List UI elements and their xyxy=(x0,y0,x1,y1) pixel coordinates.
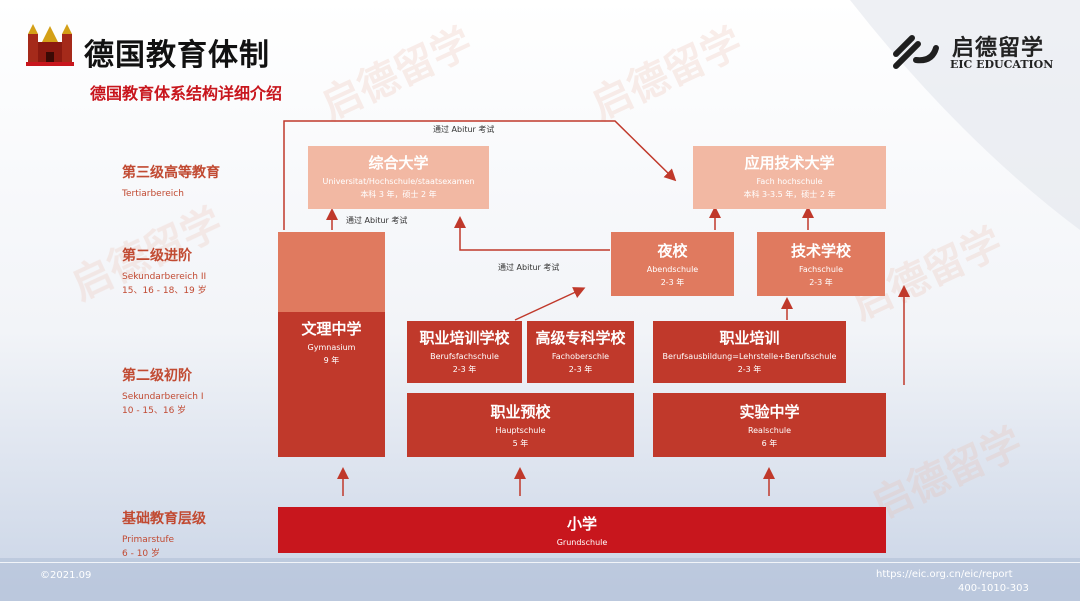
note-abitur-abend: 通过 Abitur 考试 xyxy=(498,263,560,272)
level-primary: 基础教育层级 Primarstufe 6 - 10 岁 xyxy=(122,508,206,561)
box-sub: Berufsfachschule xyxy=(430,352,499,361)
box-sub: Fachschule xyxy=(798,265,844,274)
page-title: 德国教育体制 xyxy=(84,38,270,73)
box-realschule: 实验中学 Realschule 6 年 xyxy=(653,393,886,457)
box-berufsausbildung: 职业培训 Berufsausbildung=Lehrstelle+Berufss… xyxy=(653,321,846,383)
arrow-gym-to-fh xyxy=(283,120,677,230)
eic-logo-icon xyxy=(893,35,939,69)
box-fachschule: 技术学校 Fachschule 2-3 年 xyxy=(757,232,885,296)
box-duration: 2-3 年 xyxy=(660,278,685,287)
box-gymnasium-upper xyxy=(278,232,385,312)
logo-text-en: EIC EDUCATION xyxy=(950,58,1054,71)
box-berufsfachschule: 职业培训学校 Berufsfachschule 2-3 年 xyxy=(407,321,522,383)
level-title: 第三级高等教育 xyxy=(122,165,220,181)
box-grundschule: 小学 Grundschule xyxy=(278,507,886,553)
box-sub: Gymnasium xyxy=(307,343,356,352)
box-sub: Abendschule xyxy=(646,265,699,274)
box-duration: 2-3 年 xyxy=(452,365,477,374)
level-secondary-1: 第二级初阶 Sekundarbereich I 10 - 15、16 岁 xyxy=(122,365,203,418)
box-sub: Fach hochschule xyxy=(756,177,823,186)
box-title: 应用技术大学 xyxy=(744,154,835,172)
box-fachhochschule: 应用技术大学 Fach hochschule 本科 3-3.5 年，硕士 2 年 xyxy=(693,146,886,209)
box-sub: Grundschule xyxy=(556,538,608,547)
box-duration: 本科 3-3.5 年，硕士 2 年 xyxy=(743,190,836,199)
footer-url[interactable]: https://eic.org.cn/eic/report xyxy=(876,569,1013,580)
level-tertiary: 第三级高等教育 Tertiarbereich xyxy=(122,162,220,201)
box-duration: 2-3 年 xyxy=(568,365,593,374)
box-duration: 9 年 xyxy=(323,356,340,365)
box-sub: Hauptschule xyxy=(495,426,546,435)
box-sub: Fachoberschle xyxy=(551,352,610,361)
box-sub: Realschule xyxy=(747,426,792,435)
box-title: 职业预校 xyxy=(490,403,551,421)
level-sub: Sekundarbereich I xyxy=(122,392,204,402)
page-subtitle: 德国教育体系结构详细介绍 xyxy=(90,84,283,103)
box-gymnasium: 文理中学 Gymnasium 9 年 xyxy=(278,312,385,457)
level-title: 第二级初阶 xyxy=(122,368,192,384)
box-sub: Berufsausbildung=Lehrstelle+Berufsschule xyxy=(662,352,837,361)
logo-text-cn: 启德留学 xyxy=(952,36,1045,61)
box-sub: Universitat/Hochschule/staatsexamen xyxy=(322,177,475,186)
box-title: 实验中学 xyxy=(739,403,800,421)
box-duration: 本科 3 年，硕士 2 年 xyxy=(360,190,437,199)
footer-phone: 400-1010-303 xyxy=(958,583,1029,594)
box-duration: 5 年 xyxy=(512,439,529,448)
box-abendschule: 夜校 Abendschule 2-3 年 xyxy=(611,232,734,296)
level-title: 基础教育层级 xyxy=(122,511,206,527)
box-duration: 2-3 年 xyxy=(809,278,833,287)
footer-divider xyxy=(0,562,1080,563)
box-title: 综合大学 xyxy=(368,154,429,172)
box-duration: 6 年 xyxy=(761,439,778,448)
box-title: 职业培训 xyxy=(719,329,780,347)
box-title: 高级专科学校 xyxy=(535,329,626,347)
box-title: 职业培训学校 xyxy=(419,329,510,347)
footer-date: ©2021.09 xyxy=(40,570,92,581)
box-hauptschule: 职业预校 Hauptschule 5 年 xyxy=(407,393,634,457)
arrow-bfs-to-abend xyxy=(514,287,586,321)
level-secondary-2: 第二级进阶 Sekundarbereich II 15、16 - 18、19 岁 xyxy=(122,245,207,298)
box-fachoberschule: 高级专科学校 Fachoberschle 2-3 年 xyxy=(527,321,634,383)
note-abitur-top: 通过 Abitur 考试 xyxy=(433,125,495,134)
note-abitur-gym: 通过 Abitur 考试 xyxy=(346,216,408,225)
level-sub: Sekundarbereich II xyxy=(122,272,207,282)
level-sub: Tertiarbereich xyxy=(122,189,184,199)
level-sub: Primarstufe xyxy=(122,535,175,545)
box-universitaet: 综合大学 Universitat/Hochschule/staatsexamen… xyxy=(308,146,489,209)
box-duration: 2-3 年 xyxy=(737,365,762,374)
box-title: 小学 xyxy=(566,515,597,533)
box-title: 夜校 xyxy=(657,242,688,260)
arrow-abend-to-uni xyxy=(454,216,610,251)
castle-icon xyxy=(26,24,74,66)
level-range: 6 - 10 岁 xyxy=(122,549,161,559)
level-title: 第二级进阶 xyxy=(122,248,192,264)
level-range: 10 - 15、16 岁 xyxy=(122,406,187,416)
box-title: 技术学校 xyxy=(790,242,851,260)
box-title: 文理中学 xyxy=(301,320,362,338)
level-range: 15、16 - 18、19 岁 xyxy=(122,286,207,296)
